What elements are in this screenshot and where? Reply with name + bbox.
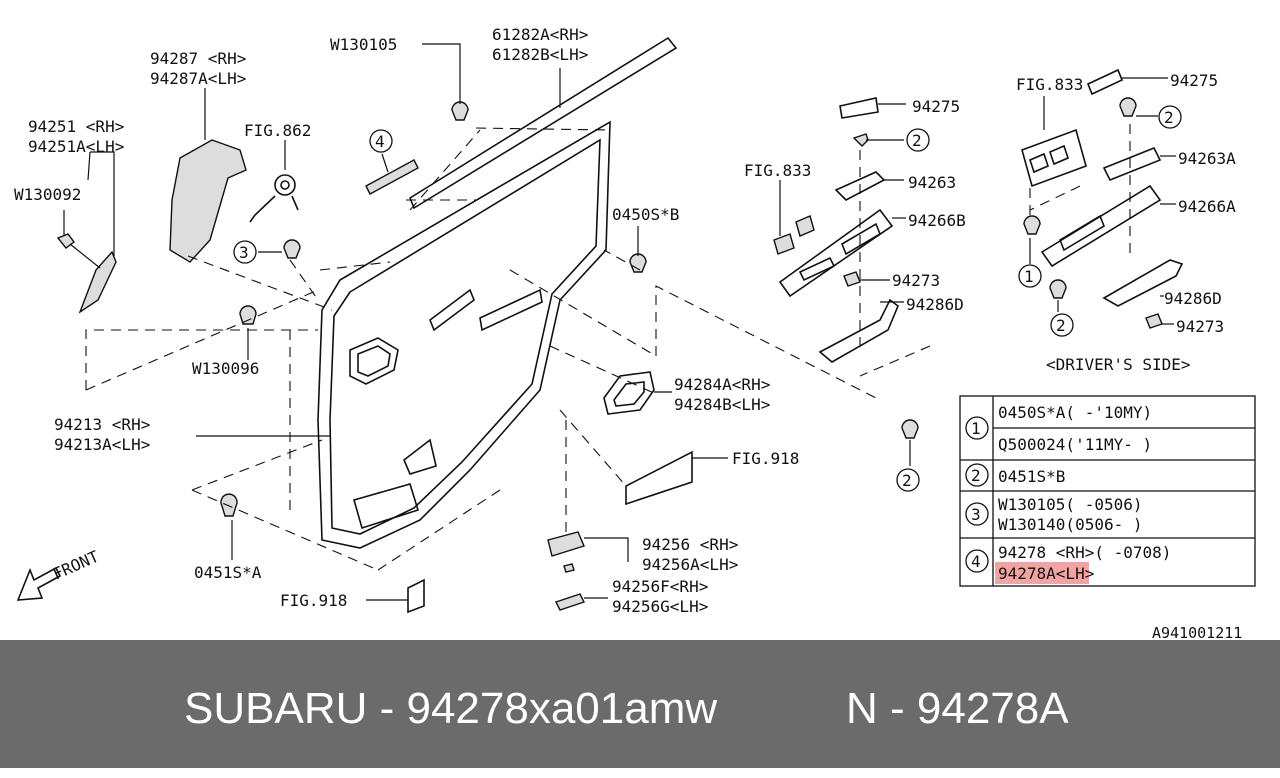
footer-text: SUBARU - 94278xa01amw N - 94278A [0, 640, 1280, 768]
label-94287a: 94287A<LH> [150, 69, 246, 88]
table-key-3: 3 [971, 505, 981, 524]
callout-1-diagram: 1 [1024, 267, 1034, 286]
assembly-lines [85, 127, 881, 571]
garnish-94287-part [169, 88, 247, 263]
label-61282b: 61282B<LH> [492, 45, 588, 64]
drawing-number: A941001211 [1152, 624, 1242, 640]
table-key-4: 4 [971, 552, 981, 571]
note-table: 1 2 3 4 0450S*A( -'10MY) Q500024('11MY- … [959, 395, 1256, 587]
callout-2-diagram-c: 2 [1164, 108, 1174, 127]
label-94284a: 94284A<RH> [674, 375, 770, 394]
label-94266a: 94266A [1178, 197, 1236, 216]
callout-3-diagram: 3 [239, 243, 249, 262]
label-94287: 94287 <RH> [150, 49, 246, 68]
label-94286d-passenger: 94286D [906, 295, 964, 314]
garnish-small-part [365, 153, 419, 195]
table-row-1-line-2: Q500024('11MY- ) [998, 435, 1152, 454]
clip-w130105-part [422, 43, 469, 121]
label-94213: 94213 <RH> [54, 415, 150, 434]
callout-2-diagram-a: 2 [912, 131, 922, 150]
label-94251: 94251 <RH> [28, 117, 124, 136]
switch-panel-passenger-part [773, 97, 931, 377]
label-94256a: 94256A<LH> [642, 555, 738, 574]
label-94275-driver: 94275 [1170, 71, 1218, 90]
table-row-1-line-1: 0450S*A( -'10MY) [998, 403, 1152, 422]
insulation-fig918-part [366, 450, 728, 614]
table-key-2: 2 [971, 466, 981, 485]
label-w130105: W130105 [330, 35, 397, 54]
label-fig833-passenger: FIG.833 [744, 161, 811, 180]
speaker-fig862-part [249, 140, 299, 223]
label-94273-driver: 94273 [1176, 317, 1224, 336]
callout-4-diagram: 4 [375, 132, 385, 151]
label-94273-passenger: 94273 [892, 271, 940, 290]
label-fig833-driver: FIG.833 [1016, 75, 1083, 94]
label-94256f: 94256F<RH> [612, 577, 708, 596]
label-fig918-lower: FIG.918 [280, 591, 347, 610]
table-row-3-line-1: W130105( -0506) [998, 495, 1143, 514]
label-94263a: 94263A [1178, 149, 1236, 168]
reflector-part [547, 531, 629, 611]
label-fig918-upper: FIG.918 [732, 449, 799, 468]
label-94263: 94263 [908, 173, 956, 192]
table-key-1: 1 [971, 419, 981, 438]
label-94266b: 94266B [908, 211, 966, 230]
label-61282a: 61282A<RH> [492, 25, 588, 44]
clips-left-part [239, 239, 301, 360]
label-94251a: 94251A<LH> [28, 137, 124, 156]
parts-diagram: 4 3 2 2 2 1 2 FRONT 61282A<RH> 61282B<LH… [14, 25, 1256, 640]
label-94256: 94256 <RH> [642, 535, 738, 554]
label-94284b: 94284B<LH> [674, 395, 770, 414]
garnish-94251-part [56, 151, 117, 314]
label-0451sa: 0451S*A [194, 563, 262, 582]
callout-2-diagram-b: 2 [902, 471, 912, 490]
screws-part [220, 226, 919, 560]
footer-brand-part: SUBARU - 94278xa01amw [184, 684, 718, 733]
table-row-2-line-1: 0451S*B [998, 467, 1065, 486]
door-trim-panel-part [196, 120, 611, 549]
weatherstrip-part [409, 36, 678, 210]
highlight-94278a [995, 562, 1089, 584]
label-w130096: W130096 [192, 359, 259, 378]
table-row-3-line-2: W130140(0506- ) [998, 515, 1143, 534]
front-label: FRONT [50, 547, 102, 584]
label-94213a: 94213A<LH> [54, 435, 150, 454]
handle-bezel-part [603, 371, 672, 415]
label-94275-passenger: 94275 [912, 97, 960, 116]
footer-part-number: N - 94278A [846, 684, 1069, 733]
label-0450sb: 0450S*B [612, 205, 679, 224]
label-fig862: FIG.862 [244, 121, 311, 140]
label-drivers-side: <DRIVER'S SIDE> [1046, 355, 1191, 374]
switch-panel-driver-part [1021, 68, 1184, 329]
callouts: 4 3 2 2 2 1 2 [233, 105, 1182, 492]
label-94256g: 94256G<LH> [612, 597, 708, 616]
label-w130092: W130092 [14, 185, 81, 204]
footer-bar: SUBARU - 94278xa01amw N - 94278A [0, 640, 1280, 768]
label-94286d-driver: 94286D [1164, 289, 1222, 308]
table-row-4-line-1: 94278 <RH>( -0708) [998, 543, 1171, 562]
table-row-4-line-2: 94278A<LH> [998, 564, 1094, 583]
part-labels: 61282A<RH> 61282B<LH> W130105 94287 <RH>… [14, 25, 1242, 640]
callout-2-diagram-d: 2 [1056, 316, 1066, 335]
front-arrow-icon [16, 566, 62, 601]
